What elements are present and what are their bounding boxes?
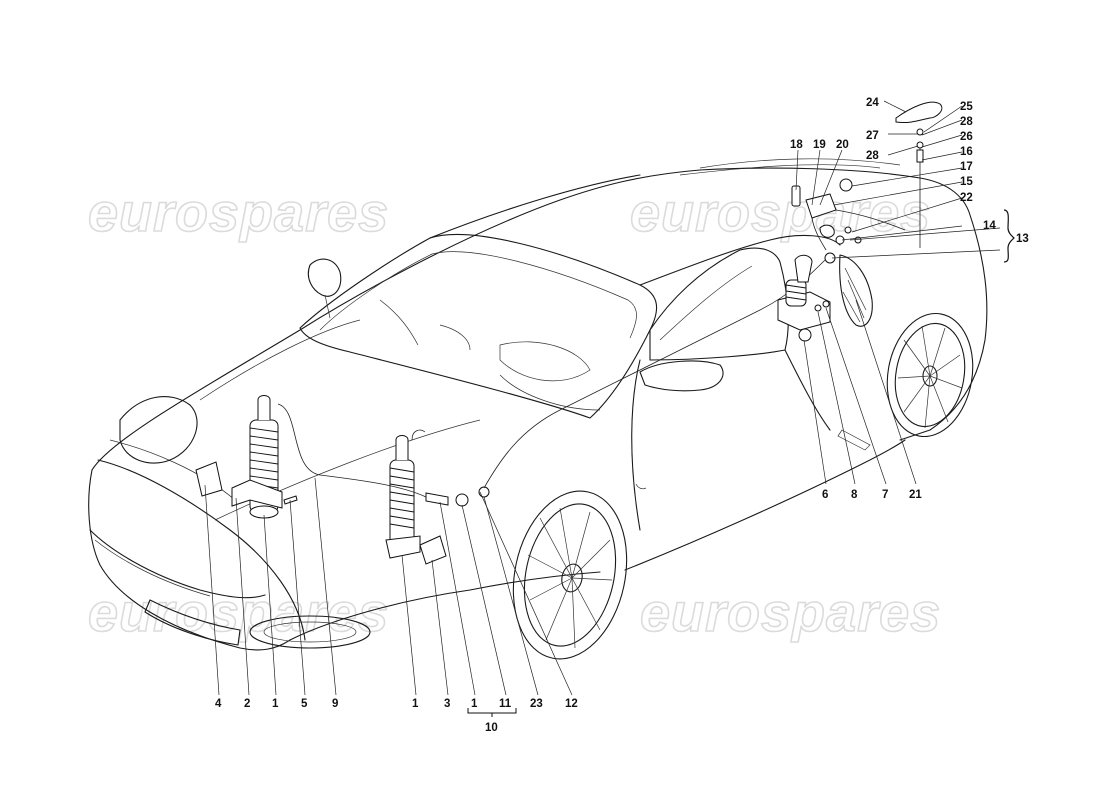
callout-28-right: 28 <box>960 116 973 128</box>
callout-2: 2 <box>244 698 250 710</box>
valve-assembly <box>425 492 449 506</box>
callout-7: 7 <box>882 489 888 501</box>
callout-20: 20 <box>836 139 849 151</box>
callout-6: 6 <box>822 489 828 501</box>
callout-18: 18 <box>790 139 803 151</box>
extinguisher-cylinder-right <box>385 435 421 559</box>
callout-8: 8 <box>851 489 858 501</box>
callout-13: 13 <box>1016 233 1029 245</box>
callout-12: 12 <box>565 698 578 710</box>
callout-16: 16 <box>960 146 973 158</box>
callout-24: 24 <box>866 97 879 109</box>
callout-1-left: 1 <box>272 698 279 710</box>
callout-19: 19 <box>813 139 826 151</box>
group-bracket-10 <box>467 708 517 717</box>
callout-3: 3 <box>444 698 450 710</box>
callout-21: 21 <box>909 489 922 501</box>
callout-17: 17 <box>960 161 973 173</box>
rear-nut-a <box>814 304 822 312</box>
hose-front <box>277 403 427 498</box>
hose-to-rear <box>483 259 826 489</box>
front-wheel <box>512 490 628 660</box>
callout-labels: 4 2 1 5 9 1 3 1 11 23 12 10 6 8 7 21 18 … <box>215 97 1029 734</box>
callout-28-left: 28 <box>866 150 879 162</box>
extinguisher-cylinder-rear <box>777 254 831 342</box>
callout-11: 11 <box>499 698 512 710</box>
callout-27: 27 <box>866 130 879 142</box>
group-brace-13 <box>1003 209 1015 263</box>
mounting-plate-right <box>419 535 447 565</box>
callout-1-right: 1 <box>412 698 419 710</box>
callout-10: 10 <box>485 722 498 734</box>
callout-5: 5 <box>301 698 308 710</box>
callout-9: 9 <box>332 698 338 710</box>
car-body <box>88 158 988 651</box>
callout-4: 4 <box>215 698 222 710</box>
callout-1-valve: 1 <box>471 698 478 710</box>
rear-nut-b <box>822 300 830 308</box>
callout-23: 23 <box>530 698 543 710</box>
fitting <box>478 486 490 498</box>
pull-handle <box>895 101 943 248</box>
rear-wheel <box>886 312 974 438</box>
callout-14: 14 <box>983 220 996 232</box>
callout-26: 26 <box>960 131 973 143</box>
mounting-plate-left <box>195 461 223 497</box>
screw-left <box>283 495 298 505</box>
mounting-bracket-left <box>231 479 283 509</box>
callout-25: 25 <box>960 101 973 113</box>
callout-22: 22 <box>960 192 973 204</box>
callout-15: 15 <box>960 176 973 188</box>
leader-lines <box>204 100 1001 696</box>
nut <box>455 493 469 507</box>
